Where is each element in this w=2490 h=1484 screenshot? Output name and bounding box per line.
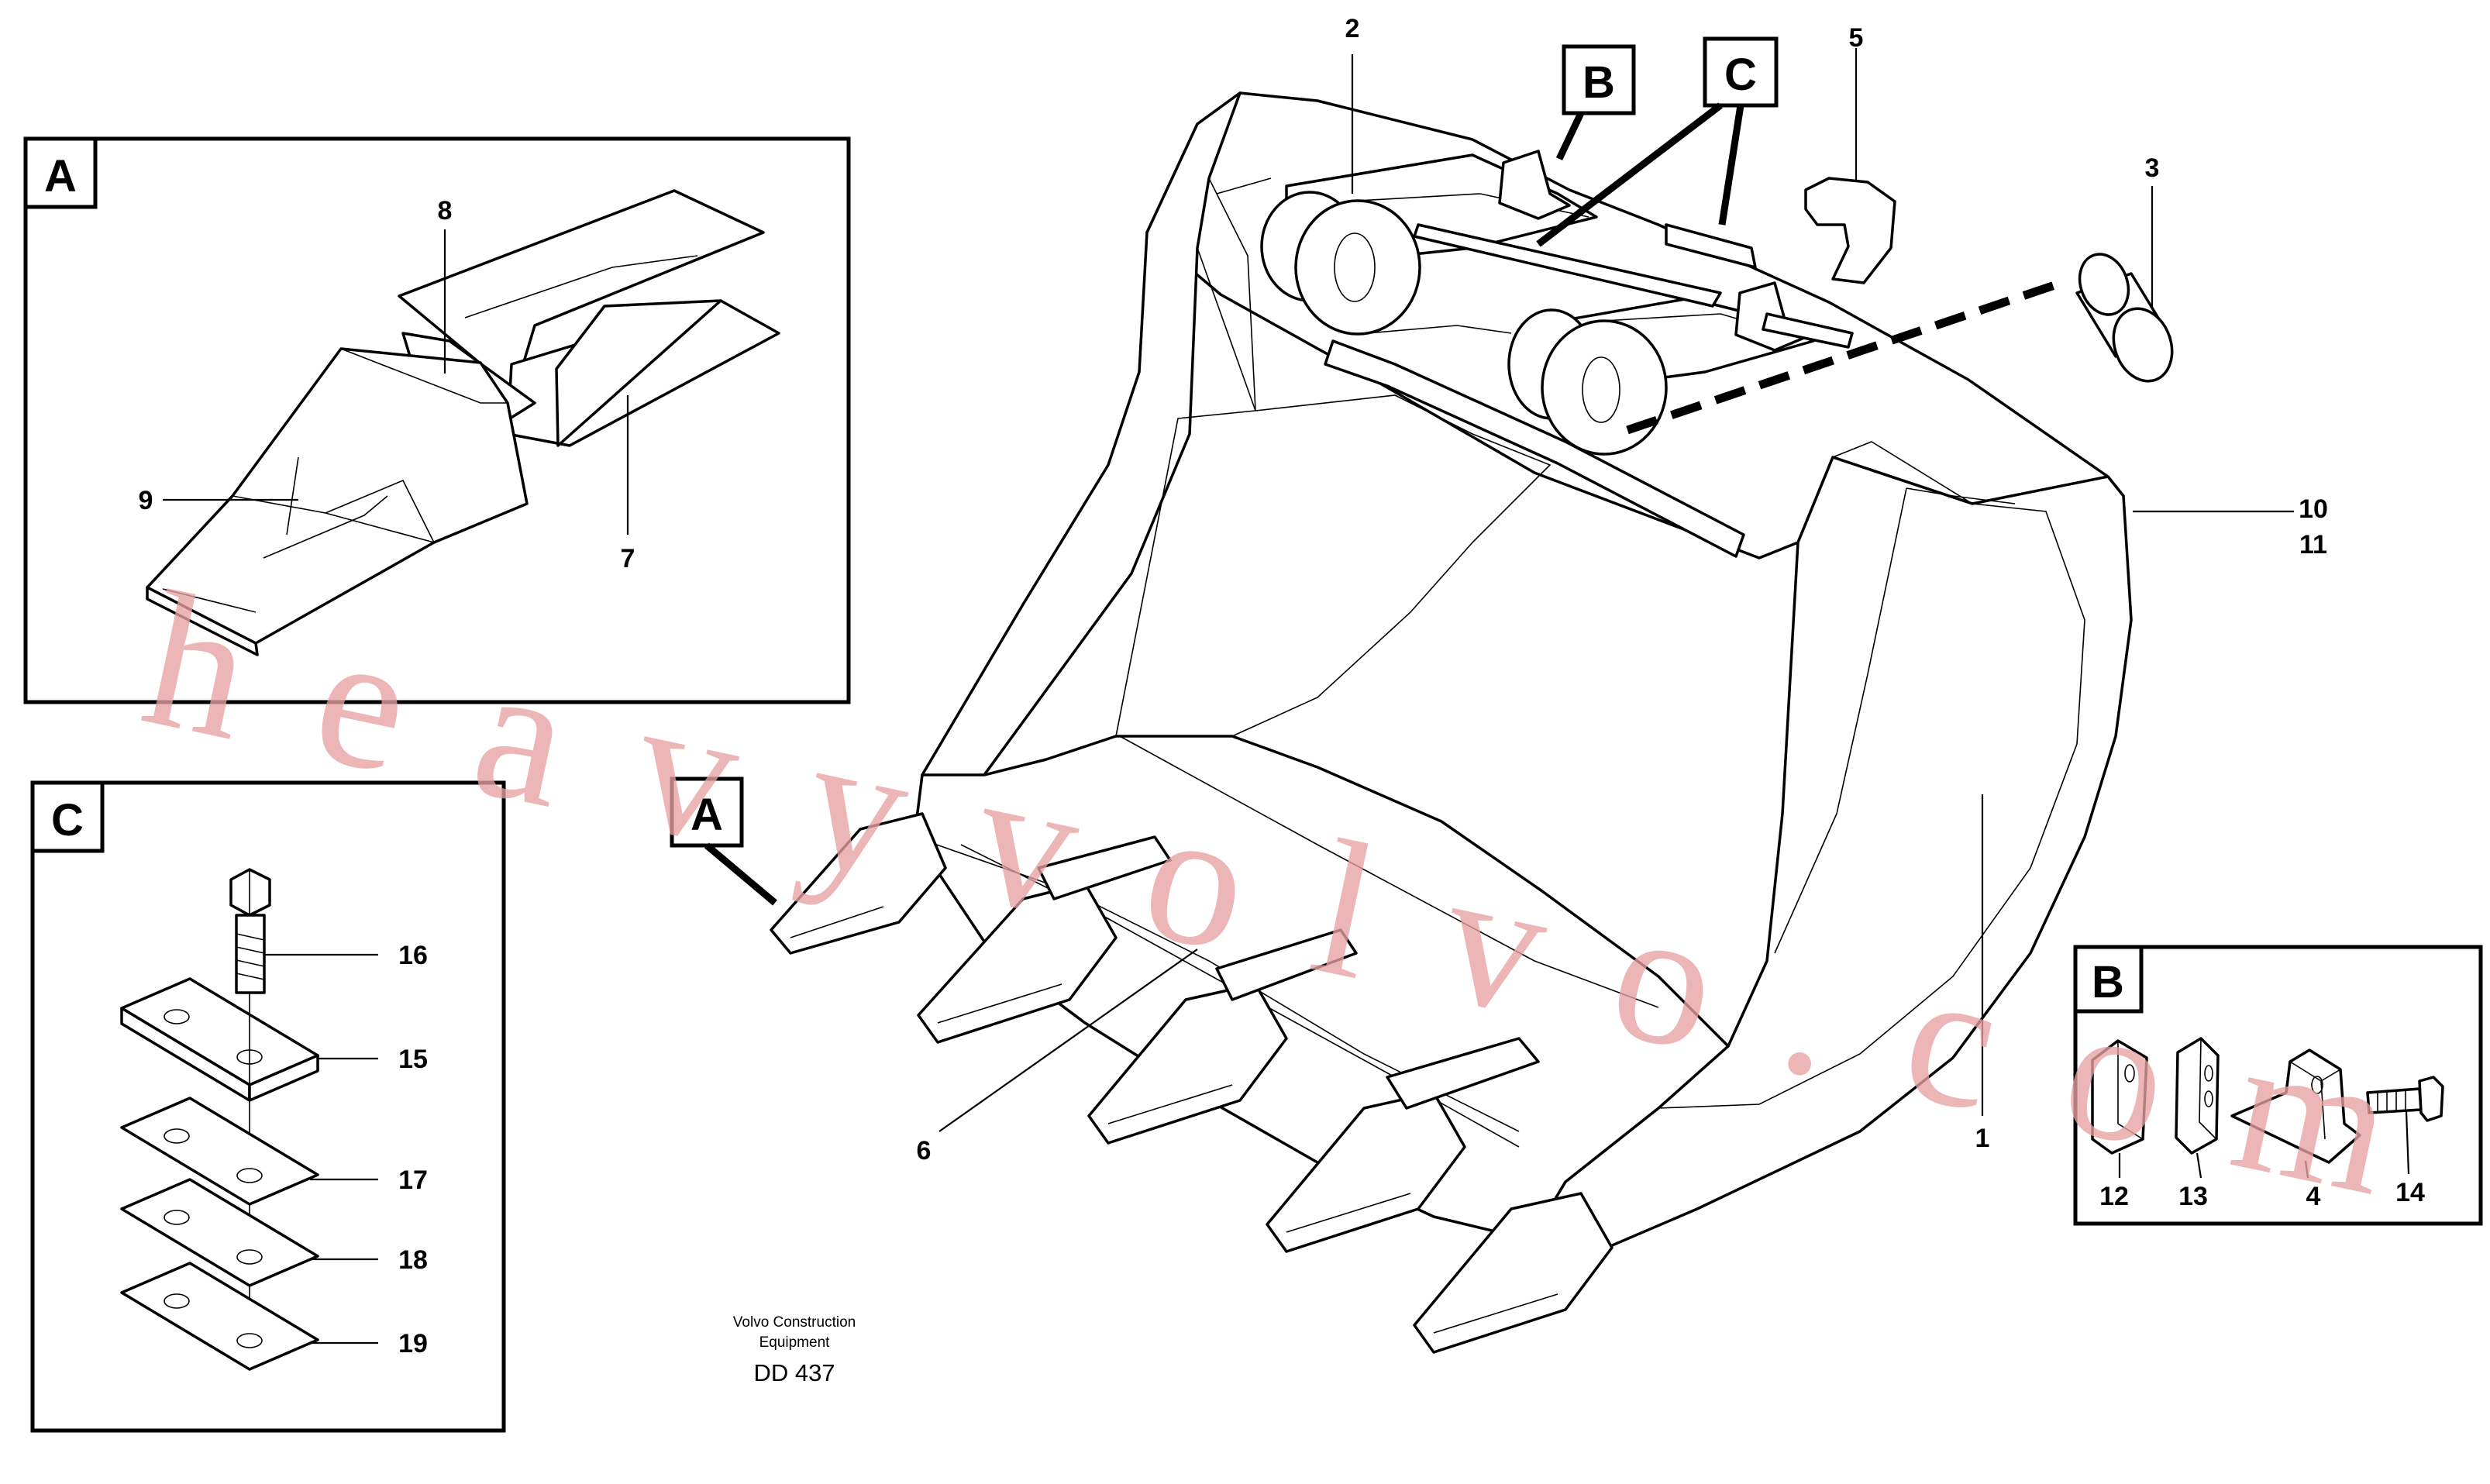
detail-a-tag: A bbox=[44, 151, 77, 201]
callout-17: 17 bbox=[398, 1166, 428, 1195]
bucket-teeth bbox=[770, 812, 1614, 1354]
tag-a-main: A bbox=[670, 776, 777, 906]
svg-text:A: A bbox=[691, 790, 723, 840]
svg-text:B: B bbox=[1583, 57, 1615, 108]
callout-13: 13 bbox=[2178, 1182, 2208, 1211]
detail-c-tag: C bbox=[51, 795, 84, 845]
detail-c-panel: C 16 bbox=[30, 780, 506, 1433]
detail-b-tag: B bbox=[2092, 957, 2124, 1007]
tooth-9 bbox=[146, 347, 529, 656]
tooth-1 bbox=[770, 812, 947, 955]
callout-9: 9 bbox=[139, 486, 153, 515]
callout-1: 1 bbox=[1975, 1124, 1990, 1153]
pin-3 bbox=[2075, 253, 2174, 383]
rim-lock-c bbox=[1665, 223, 1854, 349]
figure-caption: Volvo Construction Equipment DD 437 bbox=[733, 1314, 856, 1386]
callout-5: 5 bbox=[1849, 23, 1864, 53]
tooth-2 bbox=[917, 835, 1172, 1044]
callout-16: 16 bbox=[398, 941, 428, 970]
detail-a-panel: A 8 9 7 bbox=[23, 136, 851, 704]
callout-15: 15 bbox=[398, 1045, 428, 1074]
adapter-7 bbox=[398, 189, 780, 447]
tooth-3 bbox=[1087, 928, 1358, 1145]
tooth-4 bbox=[1266, 1037, 1540, 1253]
callout-6: 6 bbox=[917, 1136, 932, 1166]
svg-text:C: C bbox=[1724, 50, 1757, 100]
callout-14: 14 bbox=[2395, 1178, 2425, 1207]
caption-line-1: Volvo Construction bbox=[733, 1314, 856, 1331]
callout-3: 3 bbox=[2145, 153, 2160, 183]
detail-b-panel: B 12 13 4 14 bbox=[2073, 945, 2483, 1226]
lock-13 bbox=[2175, 1037, 2220, 1155]
caption-line-2: Equipment bbox=[759, 1334, 831, 1351]
shim-19 bbox=[120, 1262, 319, 1371]
bolt-14 bbox=[2366, 1076, 2444, 1122]
bolt-16 bbox=[229, 868, 271, 994]
shim-17 bbox=[120, 1097, 319, 1206]
tag-b-main: B bbox=[1555, 44, 1636, 160]
callout-18: 18 bbox=[398, 1245, 428, 1275]
tooth-5 bbox=[1413, 1192, 1614, 1354]
lifting-eye-5 bbox=[1804, 177, 1896, 284]
bucket-assembly: 2 5 3 10 11 1 6 B C A bbox=[670, 14, 2328, 1354]
callout-2: 2 bbox=[1345, 14, 1360, 43]
plate-15 bbox=[120, 977, 319, 1102]
drawing-code: DD 437 bbox=[753, 1359, 835, 1386]
lock-12 bbox=[2091, 1039, 2148, 1155]
lock-4 bbox=[2230, 1048, 2361, 1164]
hinge-ear-right bbox=[1507, 297, 1815, 456]
callout-7: 7 bbox=[621, 544, 635, 573]
callout-8: 8 bbox=[438, 196, 453, 226]
callout-19: 19 bbox=[398, 1329, 428, 1358]
callout-12: 12 bbox=[2099, 1182, 2129, 1211]
callout-10: 10 bbox=[2299, 494, 2328, 524]
shim-18 bbox=[120, 1178, 319, 1287]
tag-c-main: C bbox=[1536, 36, 1779, 247]
callout-4: 4 bbox=[2306, 1182, 2321, 1211]
callout-11: 11 bbox=[2299, 530, 2327, 560]
